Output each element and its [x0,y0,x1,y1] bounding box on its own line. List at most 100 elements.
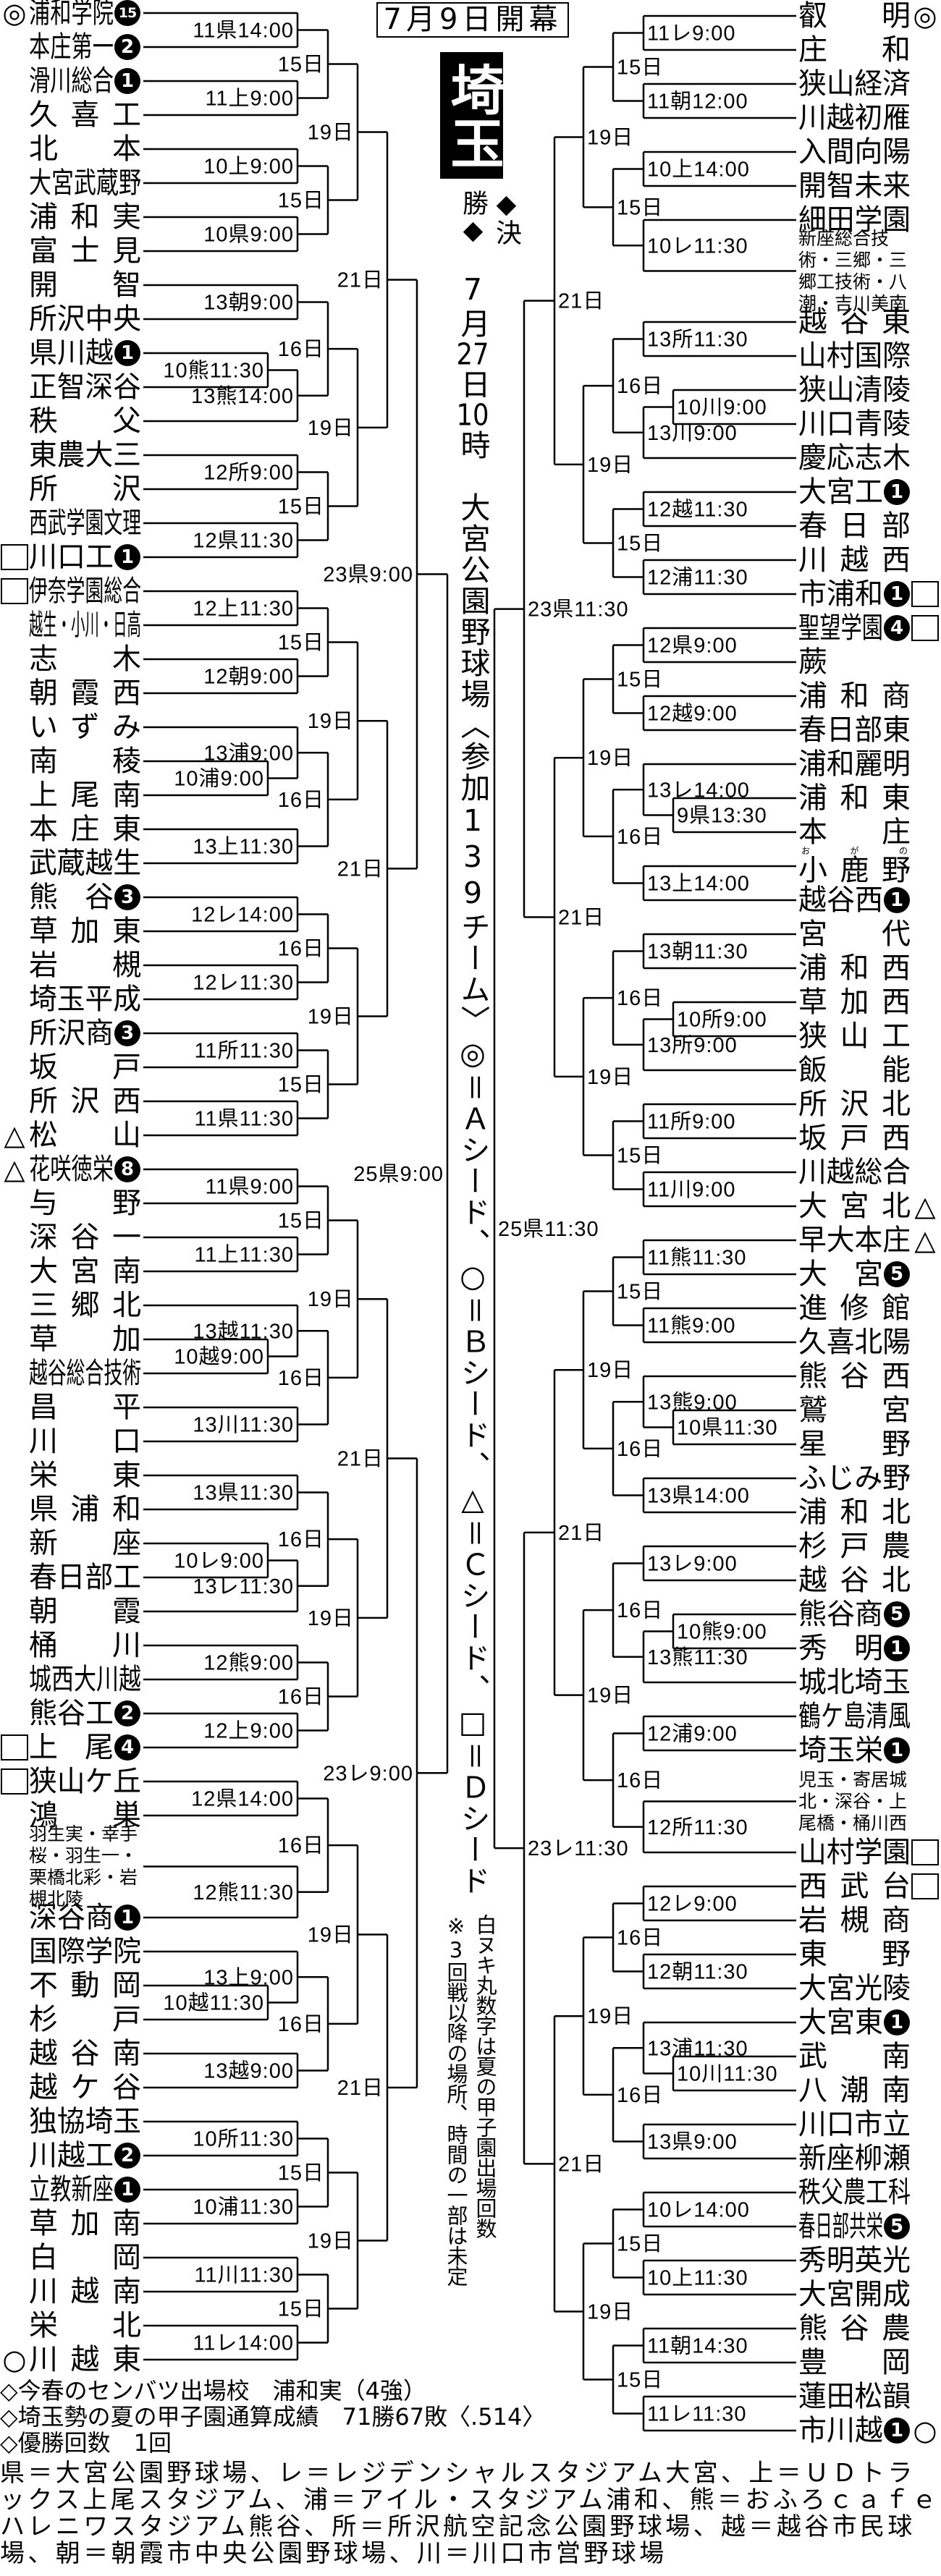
undecided-note: ※3回戦以降の場所、時間の一部は未定 [444,1914,468,2286]
team-name-wrap: 春日部共栄 [798,2212,883,2241]
match-schedule-label: 15日 [617,2233,663,2256]
team-name: 越谷南 [29,2037,141,2070]
team-name: 立教新座 [29,2173,114,2206]
team-name-wrap: 不動岡 [29,1971,141,2000]
team-name: 熊谷工 [29,1697,114,1730]
match-schedule-label: 19日 [587,2301,633,2324]
team-name: 熊谷商 [798,1598,883,1631]
team-name: 本庄東 [29,813,141,846]
team-name-wrap: 松山 [29,1121,141,1150]
team-name: 与野 [29,1187,141,1220]
team-name-wrap: 早大本庄 [798,1226,911,1255]
team-name: 蓮田松韻 [798,2380,911,2413]
team-name-wrap: 川口工 [29,543,114,572]
team-name: 早大本庄 [798,1224,911,1257]
team-name: 川越東 [29,2343,141,2376]
team-entry: 開智未来 [798,169,941,203]
team-name-wrap: 深谷一 [29,1223,141,1252]
appearance-count-badge: 1 [884,887,910,913]
team-name-wrap: 市浦和 [798,580,883,609]
appearance-count-badge: 3 [114,1020,140,1046]
team-entry: 北本 [0,132,143,166]
team-name-wrap: 豊岡 [798,2348,911,2377]
match-schedule-label: 10所9:00 [677,1009,767,1032]
team-entry: 東農大三 [0,438,143,473]
team-entry: 大宮南 [0,1255,143,1289]
team-name: 山村国際 [798,339,911,373]
team-name-wrap: 宮代 [798,920,911,949]
team-name-wrap: 大宮工 [798,478,883,507]
match-schedule-label: 13レ11:30 [193,1575,294,1598]
team-name: 朝霞西 [29,677,141,710]
match-schedule-label: 10レ9:00 [174,1550,264,1573]
team-name: 深谷商 [29,1901,114,1934]
team-entry: 所沢西 [0,1085,143,1119]
team-name-wrap: 栄東 [29,1461,141,1490]
seed-mark: △ [914,1190,936,1222]
match-schedule-label: 19日 [308,1924,354,1947]
team-name-wrap: 星野 [798,1430,911,1459]
team-name: 川越総合 [798,1156,911,1189]
seed-mark [911,1873,939,1899]
team-name: 進修館 [798,1292,911,1325]
team-entry: 栄東 [0,1459,143,1493]
opening-date-banner: 7月9日開幕 [376,2,569,38]
seed-mark: ○ [2,2344,27,2376]
match-schedule-label: 10レ11:30 [647,234,748,258]
team-entry: 東野 [798,1938,941,1972]
match-schedule-label: 12越11:30 [647,498,748,522]
team-entry: 秀明英光 [798,2244,941,2278]
match-schedule-label: 25県9:00 [353,1163,444,1186]
team-entry: ふじみ野 [798,1462,941,1496]
match-schedule-label: 16日 [617,375,663,398]
match-schedule-label: 16日 [617,987,663,1010]
match-schedule-label: 19日 [308,1288,354,1311]
team-name-wrap: 入間向陽 [798,137,911,166]
match-schedule-label: 10越9:00 [174,1345,264,1369]
team-name-wrap: 熊谷農 [798,2314,911,2343]
match-schedule-label: 11レ11:30 [647,2403,747,2426]
match-schedule-label: 13越11:30 [193,1319,294,1343]
team-name-wrap: 久喜北陽 [798,1328,911,1357]
team-name-wrap: 所沢商 [29,1019,114,1048]
match-schedule-label: 11所11:30 [194,1040,294,1063]
team-name-wrap: 城北埼玉 [798,1668,911,1697]
team-name: 坂戸西 [798,1122,911,1155]
match-schedule-label: 12上11:30 [193,598,294,621]
team-entry: 岩槻商 [798,1904,941,1938]
team-entry: 蕨 [798,645,941,679]
team-name-wrap: 滑川総合 [29,67,114,96]
team-name-wrap: 武蔵越生 [29,849,141,878]
match-schedule-label: 19日 [308,417,354,440]
team-name-wrap: 県浦和 [29,1495,141,1524]
team-entry: 草加南 [0,2207,143,2241]
team-entry: 三郷北 [0,1289,143,1323]
team-entry: 伊奈学園総合 [0,575,143,609]
team-name: 熊谷 [29,881,114,914]
team-entry: △松山 [0,1119,143,1153]
team-name: 不動岡 [29,1969,141,2002]
seed-mark [1,1768,28,1795]
team-name: 伊奈学園総合 [29,575,142,608]
team-name-wrap: 南稜 [29,747,141,776]
team-name: 越谷総合技術 [29,1357,142,1390]
team-entry: 坂戸 [0,1051,143,1085]
match-schedule-label: 16日 [278,1686,324,1709]
match-schedule-label: 16日 [278,938,324,961]
team-name: 開智 [29,268,141,302]
match-schedule-label: 15日 [617,2369,663,2392]
team-name: 浦和北 [798,1496,911,1529]
team-entry: 越谷東 [798,305,941,339]
team-name: 羽生実・幸手桜・羽生一・栗橋北彩・岩槻北陵 [29,1823,138,1910]
team-entry: 川越南 [0,2275,143,2309]
team-entry: 宮代 [798,918,941,952]
match-schedule-label: 13所9:00 [647,1034,738,1057]
team-name: 花咲徳栄 [29,1153,114,1186]
team-name: 狭山工 [798,1020,911,1053]
team-name: 叡明 [798,0,911,33]
team-entry: 白岡 [0,2241,143,2275]
appearance-count-badge: 2 [114,34,140,60]
